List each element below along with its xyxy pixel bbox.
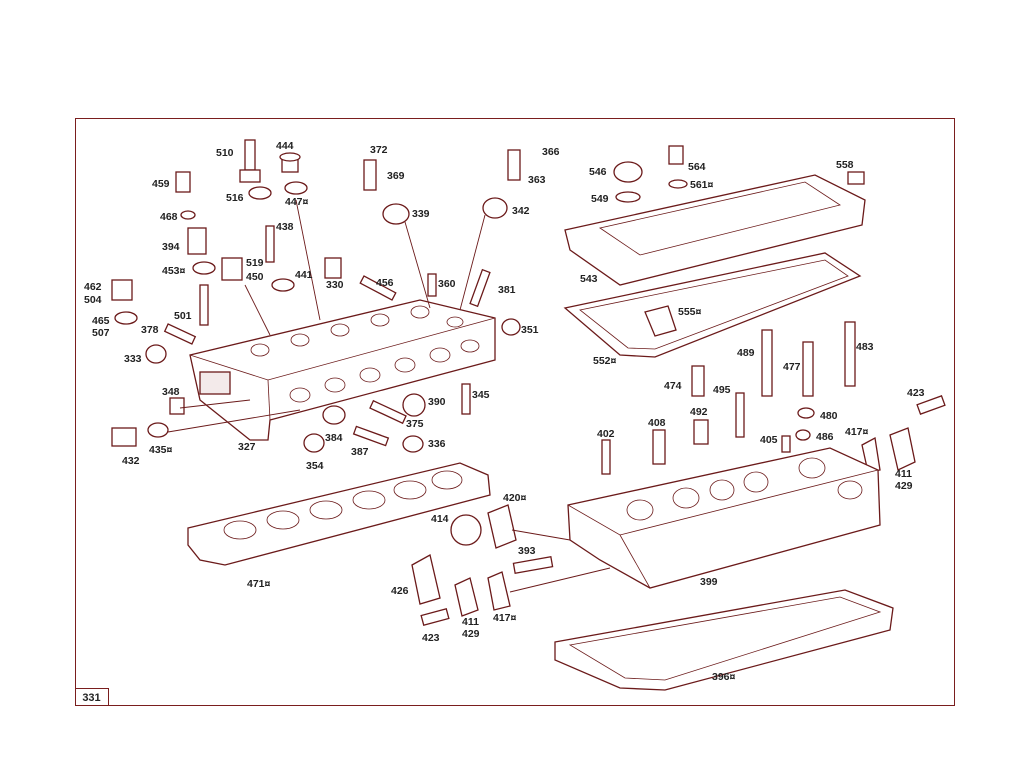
label-378: 378 [141,324,159,336]
label-453: 453¤ [162,265,186,277]
label-390: 390 [428,396,446,408]
label-507: 507 [92,327,110,339]
label-519: 519 [246,257,264,269]
label-423b: 423 [422,632,440,644]
label-408: 408 [648,417,666,429]
label-549: 549 [591,193,609,205]
label-426: 426 [391,585,409,597]
label-450: 450 [246,271,264,283]
leader-lines [167,199,611,593]
label-417b: 417¤ [493,612,517,624]
label-429a: 429 [895,480,913,492]
label-351: 351 [521,324,539,336]
label-492: 492 [690,406,708,418]
label-375: 375 [406,418,424,430]
label-336: 336 [428,438,446,450]
label-423a: 423 [907,387,925,399]
label-555: 555¤ [678,306,702,318]
label-420: 420¤ [503,492,527,504]
label-333: 333 [124,353,142,365]
lower-gasket [554,589,894,691]
label-516: 516 [226,192,244,204]
label-438: 438 [276,221,294,233]
label-363: 363 [528,174,546,186]
label-429b: 429 [462,628,480,640]
label-447: 447¤ [285,196,309,208]
label-543: 543 [580,273,598,285]
small-parts-left [111,139,521,453]
diagram-frame [75,118,955,706]
label-330: 330 [326,279,344,291]
label-369: 369 [387,170,405,182]
label-486: 486 [816,431,834,443]
page-number: 331 [75,688,109,706]
label-441: 441 [295,269,313,281]
label-411a: 411 [895,468,912,480]
label-396: 396¤ [712,671,736,683]
label-558: 558 [836,159,854,171]
label-561: 561¤ [690,179,714,191]
label-381: 381 [498,284,516,296]
label-477: 477 [783,361,801,373]
label-399: 399 [700,576,718,588]
label-465: 465 [92,315,110,327]
label-489: 489 [737,347,755,359]
label-480: 480 [820,410,838,422]
label-394: 394 [162,241,180,253]
label-501: 501 [174,310,192,322]
label-474: 474 [664,380,682,392]
label-339: 339 [412,208,430,220]
label-345: 345 [472,389,490,401]
label-444: 444 [276,140,294,152]
cylinder-head [189,299,496,441]
label-387: 387 [351,446,369,458]
label-435: 435¤ [149,444,173,456]
label-327: 327 [238,441,256,453]
label-432: 432 [122,455,140,467]
label-510: 510 [216,147,234,159]
label-483: 483 [856,341,874,353]
label-552: 552¤ [593,355,617,367]
label-366: 366 [542,146,560,158]
label-405: 405 [760,434,778,446]
label-564: 564 [688,161,706,173]
label-417a: 417¤ [845,426,869,438]
label-411b: 411 [462,616,479,628]
label-471: 471¤ [247,578,271,590]
front-parts [411,504,554,626]
label-354: 354 [306,460,324,472]
head-gasket [187,462,491,566]
label-456: 456 [376,277,394,289]
label-372: 372 [370,144,388,156]
label-393: 393 [518,545,536,557]
small-parts-right [601,321,946,475]
label-459: 459 [152,178,170,190]
label-348: 348 [162,386,180,398]
label-384: 384 [325,432,343,444]
valve-cover [564,145,866,286]
label-414: 414 [431,513,449,525]
part-labels: 510 444 372 366 459 516 447¤ 369 363 468… [84,140,925,683]
label-342: 342 [512,205,530,217]
valve-cover-gasket [563,252,862,358]
label-468: 468 [160,211,178,223]
label-504: 504 [84,294,102,306]
label-546: 546 [589,166,607,178]
label-360: 360 [438,278,456,290]
label-495: 495 [713,384,731,396]
label-462: 462 [84,281,102,293]
label-402: 402 [597,428,615,440]
camshaft-housing [567,447,881,589]
